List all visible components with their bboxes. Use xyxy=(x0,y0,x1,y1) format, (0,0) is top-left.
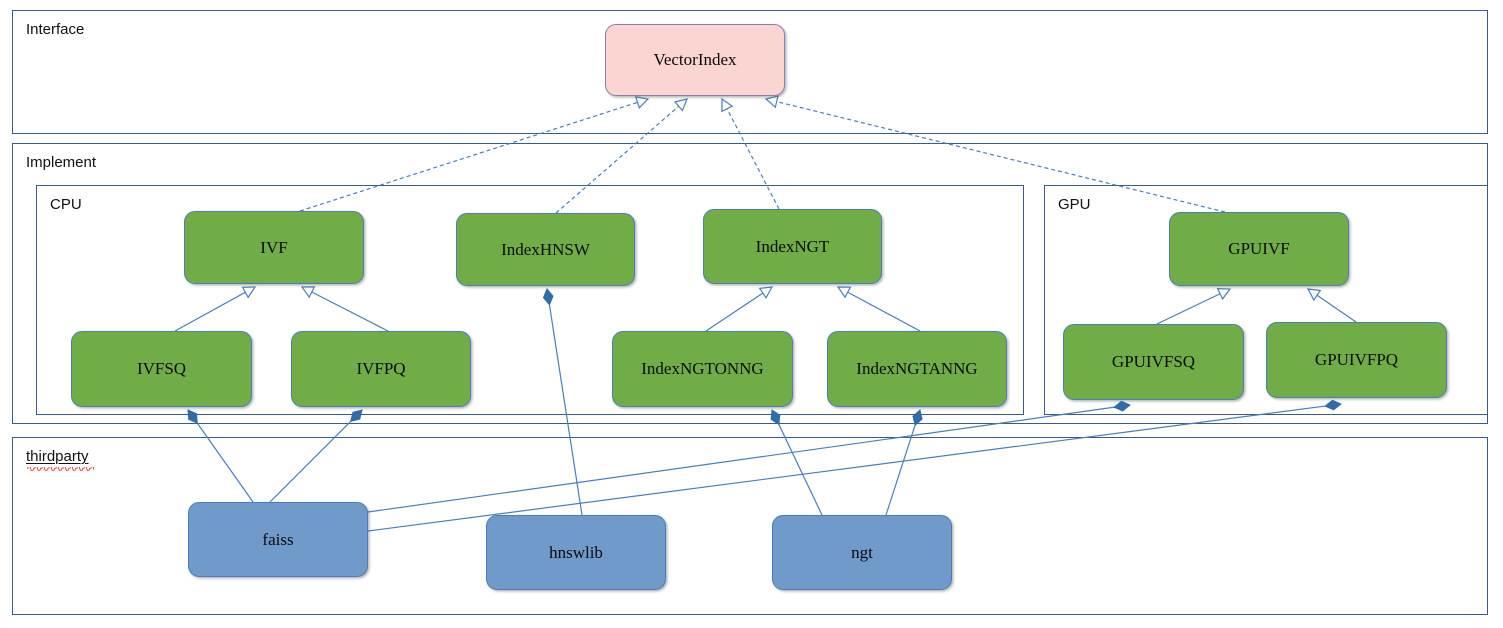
node-label: GPUIVFSQ xyxy=(1111,352,1196,371)
group-label-cpu: CPU xyxy=(50,196,82,213)
group-label-interface: Interface xyxy=(26,21,85,38)
node-label: GPUIVF xyxy=(1228,239,1290,258)
node-label: GPUIVFPQ xyxy=(1314,350,1399,369)
node-gpuivfsq[interactable]: GPUIVFSQ xyxy=(1063,324,1244,400)
node-label: IndexNGT xyxy=(755,236,830,256)
node-label: faiss xyxy=(262,529,294,549)
node-label: IVFSQ xyxy=(136,359,187,378)
node-indexngt[interactable]: IndexNGT xyxy=(703,209,882,284)
node-ivfpq[interactable]: IVFPQ xyxy=(291,331,471,407)
node-label: hnswlib xyxy=(549,542,603,562)
node-ngt[interactable]: ngt xyxy=(772,515,952,590)
node-vectorindex[interactable]: VectorIndex xyxy=(605,24,785,96)
node-faiss[interactable]: faiss xyxy=(188,502,368,577)
node-label: IndexHNSW xyxy=(501,239,590,259)
node-indexngtanng[interactable]: IndexNGTANNG xyxy=(827,331,1007,407)
group-label-implement: Implement xyxy=(26,154,97,171)
node-hnswlib[interactable]: hnswlib xyxy=(486,515,666,590)
node-label: IVFPQ xyxy=(356,359,406,378)
group-label-gpu: GPU xyxy=(1058,196,1091,213)
spellcheck-squiggle-icon: ∿∿∿∿∿∿∿∿∿∿∿∿∿∿∿∿ xyxy=(26,467,94,471)
node-label: IndexNGTANNG xyxy=(856,359,978,378)
node-label: VectorIndex xyxy=(653,50,737,69)
node-label: IVF xyxy=(260,237,288,257)
node-gpuivfpq[interactable]: GPUIVFPQ xyxy=(1266,322,1447,398)
node-indexhnsw[interactable]: IndexHNSW xyxy=(456,213,635,286)
node-label: IndexNGTONNG xyxy=(641,359,764,378)
node-ivfsq[interactable]: IVFSQ xyxy=(71,331,252,407)
node-ivf[interactable]: IVF xyxy=(184,211,364,284)
node-label: ngt xyxy=(851,542,873,562)
node-gpuivf[interactable]: GPUIVF xyxy=(1169,212,1349,286)
group-label-thirdparty: thirdparty xyxy=(26,448,89,465)
node-indexngtonng[interactable]: IndexNGTONNG xyxy=(612,331,793,407)
